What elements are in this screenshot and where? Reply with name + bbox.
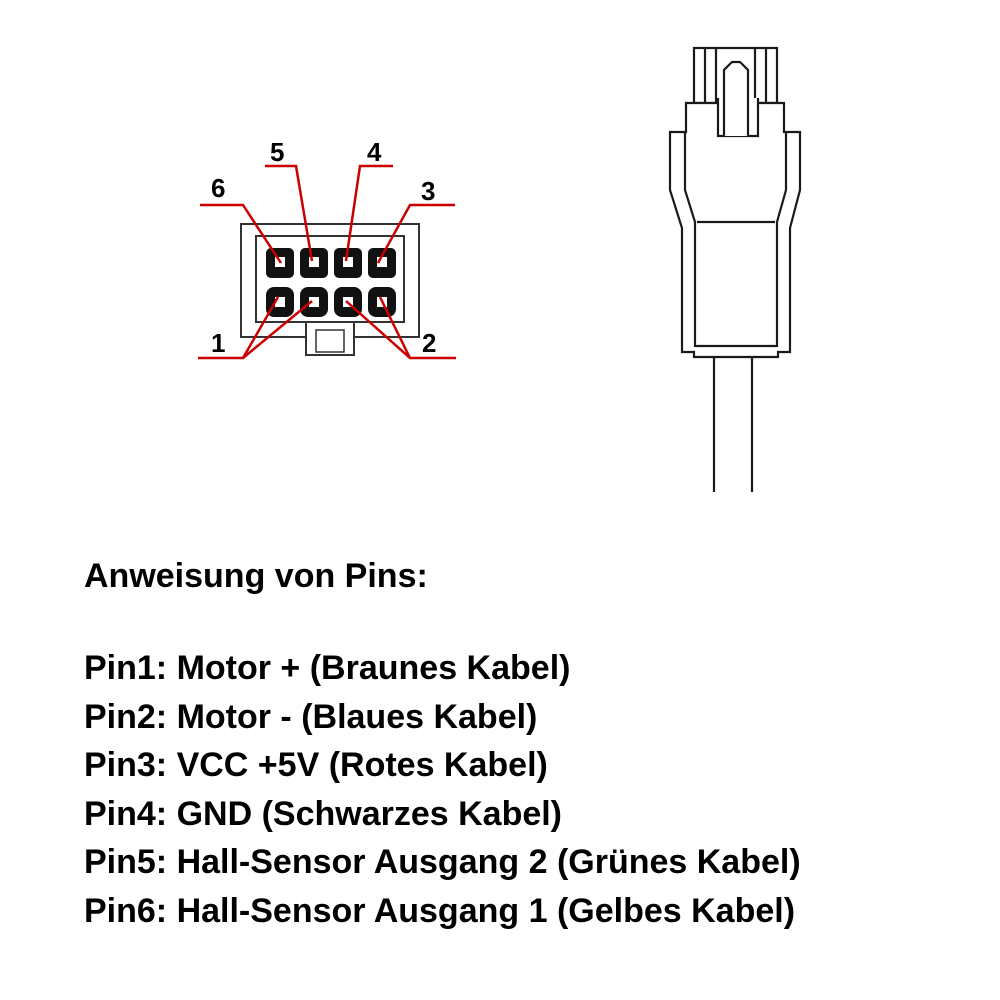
leader-line-4 xyxy=(344,164,393,262)
side-body xyxy=(668,101,802,359)
connector-front-view: 5 4 6 3 1 2 xyxy=(198,137,456,360)
pin-description-5: Pin5: Hall-Sensor Ausgang 2 (Grünes Kabe… xyxy=(84,843,801,881)
pin-number-1: 1 xyxy=(211,328,225,358)
pin-description-1: Pin1: Motor + (Braunes Kabel) xyxy=(84,649,571,687)
connector-diagram: 5 4 6 3 1 2 xyxy=(198,46,802,492)
leader-line-3 xyxy=(376,203,455,264)
leader-line-1b xyxy=(242,300,313,359)
pin-number-4: 4 xyxy=(367,137,382,167)
pin-number-6: 6 xyxy=(211,173,225,203)
leader-line-6 xyxy=(200,203,283,264)
pin-description-6: Pin6: Hall-Sensor Ausgang 1 (Gelbes Kabe… xyxy=(84,891,796,930)
leader-line-5 xyxy=(265,164,314,262)
pin-list: Pin1: Motor + (Braunes Kabel) Pin2: Moto… xyxy=(84,644,801,935)
pin-leader-lines xyxy=(198,164,456,360)
pin-description-2: Pin2: Motor - (Blaues Kabel) xyxy=(84,697,538,736)
pin-instructions: Anweisung von Pins: Pin1: Motor + (Braun… xyxy=(84,552,801,935)
pin-number-2: 2 xyxy=(422,328,436,358)
leader-line-2b xyxy=(345,300,411,359)
connector-side-view xyxy=(668,46,802,492)
pin-number-5: 5 xyxy=(270,137,284,167)
pin-number-3: 3 xyxy=(421,176,435,206)
pin-description-3: Pin3: VCC +5V (Rotes Kabel) xyxy=(84,746,548,784)
connector-latch-inner xyxy=(315,329,345,353)
pin-description-4: Pin4: GND (Schwarzes Kabel) xyxy=(84,794,563,833)
instructions-heading: Anweisung von Pins: xyxy=(84,557,428,595)
